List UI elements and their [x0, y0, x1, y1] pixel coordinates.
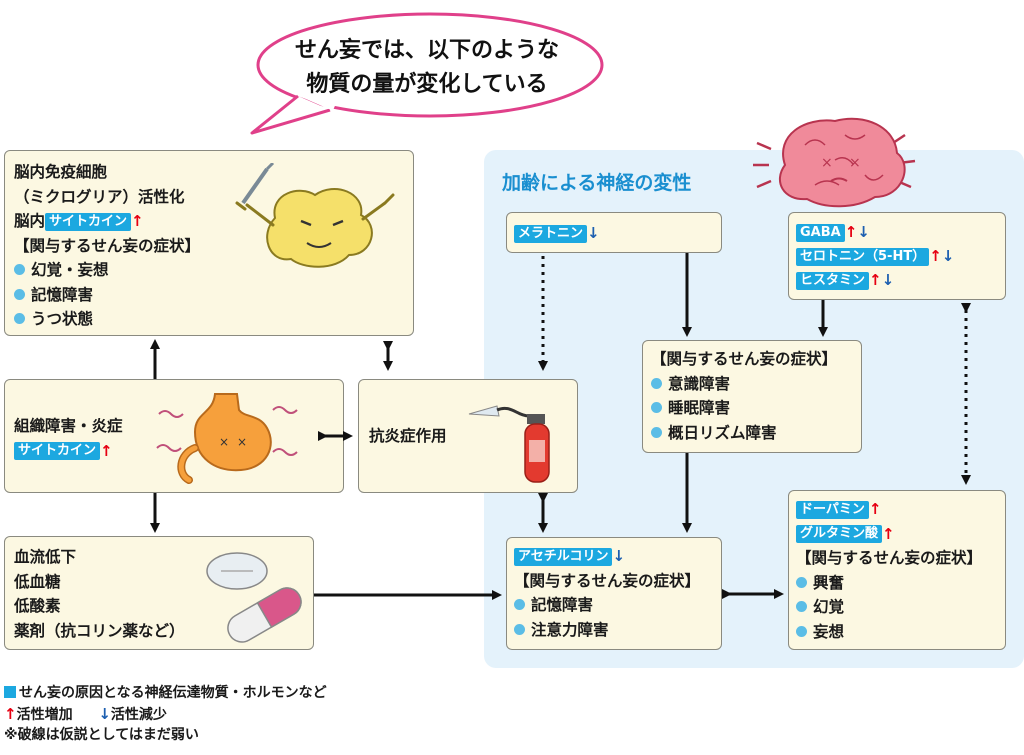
blood-box: 血流低下 低血糖 低酸素 薬剤（抗コリン薬など）: [4, 536, 314, 650]
histamine-tag: ヒスタミン: [796, 271, 870, 290]
symptom-item: 意識障害: [651, 372, 837, 397]
up-arrow-icon: ↑: [929, 247, 942, 265]
symptom-item: 記憶障害: [14, 283, 200, 308]
bubble-line-2: 物質の量が変化している: [306, 72, 548, 97]
legend-down-label: 活性減少: [110, 707, 167, 723]
glutamate-tag: グルタミン酸: [796, 525, 883, 543]
symptom-item: 興奮: [796, 571, 982, 596]
mid-symptom-box: 【関与するせん妄の症状】 意識障害 睡眠障害 概日リズム障害: [642, 340, 862, 453]
blood-line: 薬剤（抗コリン薬など）: [14, 621, 185, 640]
up-arrow-icon: ↑: [131, 212, 144, 230]
symptom-item: 概日リズム障害: [651, 421, 837, 446]
bubble-line-1: せん妄では、以下のような: [294, 38, 559, 63]
tissue-cytokine-row: サイトカイン↑: [14, 439, 123, 464]
bullet-icon: [514, 599, 525, 610]
up-arrow-icon: ↑: [869, 271, 882, 289]
symptom-item: 注意力障害: [514, 618, 700, 643]
bullet-icon: [14, 264, 25, 275]
serotonin-row: セロトニン（5-HT）↑↓: [796, 244, 954, 268]
stomach-illustration: × ×: [156, 393, 298, 484]
up-arrow-icon: ↑: [100, 441, 113, 460]
symptom-item: 記憶障害: [514, 593, 700, 618]
melatonin-box: メラトニン↓: [506, 212, 722, 253]
bullet-icon: [796, 625, 807, 637]
dopa-symptom-header: 【関与するせん妄の症状】: [796, 549, 983, 567]
tissue-line-1: 組織障害・炎症: [14, 417, 123, 435]
bullet-icon: [14, 313, 25, 324]
immune-line-2: （ミクログリア）活性化: [14, 187, 185, 206]
bullet-icon: [651, 426, 662, 438]
symptom-item: 幻覚: [796, 595, 982, 620]
legend-square-icon: [4, 686, 16, 698]
legend-note: ※破線は仮説としてはまだ弱い: [4, 727, 199, 743]
immune-prefix: 脳内: [14, 212, 46, 230]
speech-bubble: [250, 12, 604, 135]
bullet-icon: [796, 601, 807, 612]
up-arrow-icon: ↑: [844, 223, 858, 241]
symptom-item: 睡眠障害: [651, 396, 837, 421]
immune-symptom-header: 【関与するせん妄の症状】: [14, 236, 201, 255]
mid-symptom-header: 【関与するせん妄の症状】: [651, 350, 838, 368]
gaba-tag: GABA: [796, 223, 845, 242]
legend-up-label: 活性増加: [16, 707, 73, 723]
blood-line: 低酸素: [14, 597, 61, 615]
melatonin-tag: メラトニン: [514, 224, 588, 243]
svg-text:×: ×: [849, 155, 861, 171]
down-arrow-icon: ↓: [612, 547, 626, 565]
up-arrow-icon: ↑: [4, 705, 17, 723]
down-arrow-icon: ↓: [587, 224, 600, 242]
microglia-illustration: [235, 163, 395, 268]
cytokine-tag: サイトカイン: [45, 212, 132, 231]
symptom-item: うつ状態: [14, 307, 200, 332]
bullet-icon: [651, 402, 662, 413]
dopamine-tag: ドーパミン: [796, 500, 869, 519]
immune-line-1: 脳内免疫細胞: [14, 163, 108, 181]
symptom-item: 妄想: [796, 620, 982, 645]
fire-extinguisher-illustration: [468, 405, 550, 483]
gaba-row: GABA↑↓: [796, 220, 954, 244]
blood-line: 血流低下: [14, 548, 77, 566]
immune-cytokine-row: 脳内サイトカイン↑: [14, 209, 200, 234]
tissue-box: 組織障害・炎症 サイトカイン↑ × ×: [4, 379, 344, 493]
bullet-icon: [796, 576, 807, 588]
svg-text:×: ×: [237, 435, 247, 449]
ach-symptom-header: 【関与するせん妄の症状】: [514, 571, 701, 590]
symptom-item: 幻覚・妄想: [14, 258, 200, 283]
up-arrow-icon: ↑: [868, 500, 882, 518]
legend-arrows: ↑活性増加 ↓活性減少: [4, 704, 167, 725]
cytokine-tag: サイトカイン: [14, 442, 101, 460]
down-arrow-icon: ↓: [98, 705, 111, 723]
pills-illustration: [206, 552, 302, 643]
aging-title: 加齢による神経の変性: [502, 172, 692, 194]
down-arrow-icon: ↓: [941, 247, 955, 265]
svg-text:×: ×: [219, 435, 229, 449]
serotonin-tag: セロトニン（5-HT）: [796, 247, 930, 266]
gaba-box: GABA↑↓ セロトニン（5-HT）↑↓ ヒスタミン↑↓: [788, 212, 1006, 300]
brain-illustration: × ×: [753, 117, 916, 208]
acetylcholine-box: アセチルコリン↓ 【関与するせん妄の症状】 記憶障害 注意力障害: [506, 537, 722, 650]
anti-inflammatory-box: 抗炎症作用: [358, 379, 578, 493]
dopamine-box: ドーパミン↑ グルタミン酸↑ 【関与するせん妄の症状】 興奮 幻覚 妄想: [788, 490, 1006, 650]
svg-text:×: ×: [821, 155, 833, 171]
bullet-icon: [651, 377, 662, 389]
up-arrow-icon: ↑: [882, 524, 895, 543]
blood-line: 低血糖: [14, 572, 61, 591]
dopamine-row: ドーパミン↑: [796, 497, 982, 522]
acetylcholine-tag: アセチルコリン: [514, 547, 613, 566]
histamine-row: ヒスタミン↑↓: [796, 268, 954, 292]
down-arrow-icon: ↓: [857, 223, 870, 241]
bubble-text: せん妄では、以下のような 物質の量が変化している: [262, 34, 592, 102]
bullet-icon: [514, 623, 525, 635]
legend-item-tag: せん妄の原因となる神経伝達物質・ホルモンなど: [4, 683, 327, 703]
glutamate-row: グルタミン酸↑: [796, 522, 982, 547]
immune-box: 脳内免疫細胞 （ミクログリア）活性化 脳内サイトカイン↑ 【関与するせん妄の症状…: [4, 150, 414, 336]
bullet-icon: [14, 288, 25, 300]
ach-row: アセチルコリン↓: [514, 544, 700, 569]
anti-label: 抗炎症作用: [369, 427, 447, 445]
down-arrow-icon: ↓: [881, 271, 895, 289]
